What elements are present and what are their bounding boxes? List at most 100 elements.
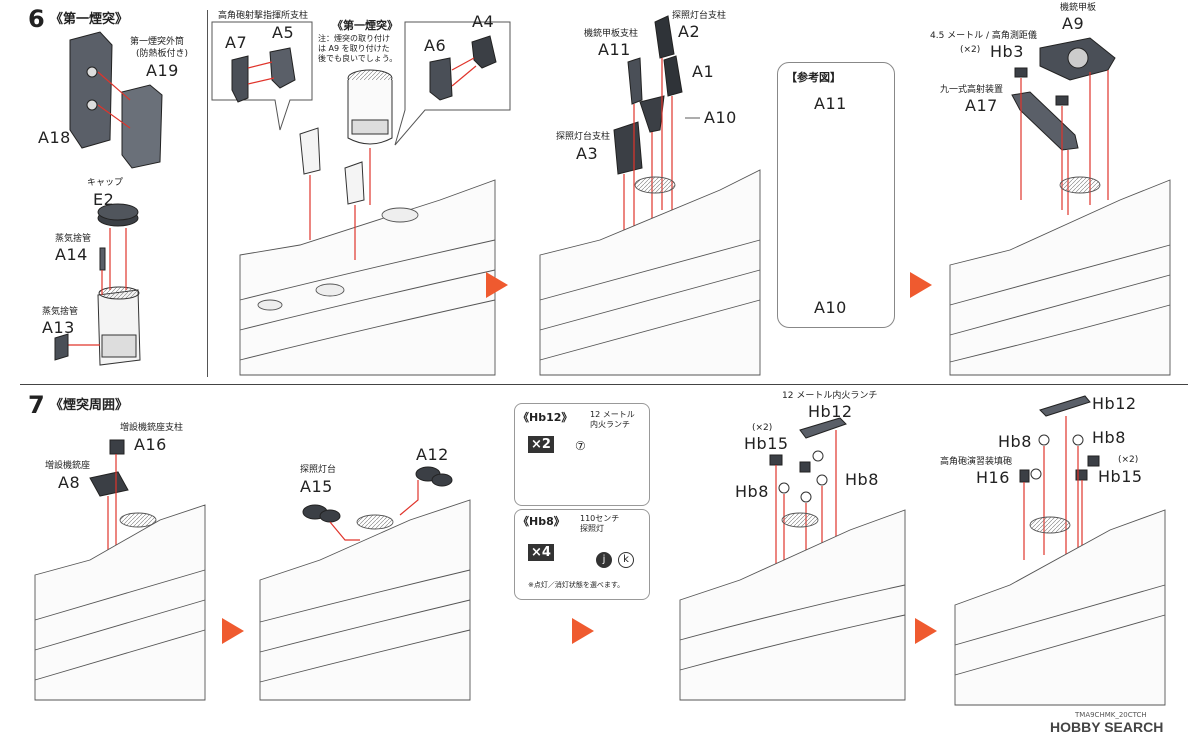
footer-code: TMA9CHMK_20CTCH xyxy=(1075,711,1147,719)
hb12-multiplier: ×2 xyxy=(528,436,554,453)
label-a7: A7 xyxy=(225,33,248,52)
part-a14-steam-pipe xyxy=(99,247,106,271)
label-a17: A17 xyxy=(965,96,998,115)
reference-a10: A10 xyxy=(814,298,847,317)
ship-hull-step7d xyxy=(954,509,1166,706)
step7-parts-right xyxy=(1019,395,1100,483)
part-a6 xyxy=(429,57,453,101)
label-hb8-left: Hb8 xyxy=(735,482,769,501)
step7-parts-hb xyxy=(769,417,847,503)
flow-arrow-7c xyxy=(915,618,937,644)
part-support-posts xyxy=(299,127,365,205)
label-e2: E2 xyxy=(93,190,115,209)
label-search-platform: 探照灯台 xyxy=(300,465,337,475)
hb12-desc: 12 メートル 内火ランチ xyxy=(590,410,635,429)
part-a4 xyxy=(471,35,497,69)
label-a13: A13 xyxy=(42,318,75,337)
label-search-support-2: 探照灯台支柱 xyxy=(556,132,611,142)
step6-number: 6 xyxy=(28,5,45,33)
hb12-note-box xyxy=(514,403,650,506)
guide-lines-a18-a19 xyxy=(97,71,131,129)
label-steam-pipe-2: 蒸気捨管 xyxy=(42,307,79,317)
part-hb3 xyxy=(1014,67,1069,106)
label-mg-platform-support: 機銃甲板支柱 xyxy=(584,29,639,39)
ship-hull-step6a xyxy=(239,179,496,376)
flow-arrow-6a xyxy=(486,272,508,298)
part-a18-funnel-shell xyxy=(69,31,113,149)
label-hb15-qty-right: (×2) xyxy=(1118,455,1139,465)
part-e2-cap xyxy=(97,203,139,227)
hb8-desc: 110センチ 探照灯 xyxy=(580,514,620,533)
label-funnel-outer: 第一煙突外筒 xyxy=(130,37,185,47)
label-hb8-r2: Hb8 xyxy=(1092,428,1126,447)
flow-arrow-7b xyxy=(572,618,594,644)
hb8-option-j: j xyxy=(596,552,612,568)
step6-divider-left xyxy=(207,10,208,377)
footer-logo: HOBBY SEARCH xyxy=(1050,719,1164,735)
reference-title: 【参考図】 xyxy=(786,71,841,84)
label-hadir-support: 高角砲射撃指揮所支柱 xyxy=(218,11,309,21)
label-cap: キャップ xyxy=(87,178,124,188)
part-a12 xyxy=(415,466,453,487)
label-rangefinder: 4.5 メートル / 高角測距儀 xyxy=(930,31,1037,41)
label-a11: A11 xyxy=(598,40,631,59)
label-a5: A5 xyxy=(272,23,295,42)
ship-hull-step7b xyxy=(259,499,471,701)
hb12-title: 《Hb12》 xyxy=(518,411,573,424)
hb8-option-k: k xyxy=(618,552,634,568)
hb12-number: ⑦ xyxy=(575,439,586,453)
label-a16: A16 xyxy=(134,435,167,454)
label-a8: A8 xyxy=(58,473,81,492)
funnel-drawing-a9 xyxy=(347,69,393,145)
label-a14: A14 xyxy=(55,245,88,264)
label-ha-director: 高角砲演習装填砲 xyxy=(940,457,1013,467)
part-a19-funnel-outer xyxy=(121,84,163,169)
label-hb15-qty: (×2) xyxy=(752,423,773,433)
step7-title: 《煙突周囲》 xyxy=(50,398,129,413)
label-h16: H16 xyxy=(976,468,1010,487)
ship-hull-step7a xyxy=(34,504,206,701)
part-a15 xyxy=(302,504,341,523)
label-a6: A6 xyxy=(424,36,447,55)
label-a12: A12 xyxy=(416,445,449,464)
step7-number: 7 xyxy=(28,391,45,419)
part-a13 xyxy=(54,333,69,361)
flow-arrow-7a xyxy=(222,618,244,644)
label-type91: 九一式高射装置 xyxy=(940,85,1004,95)
label-a3: A3 xyxy=(576,144,599,163)
hb8-multiplier: ×4 xyxy=(528,544,554,561)
label-a9: A9 xyxy=(1062,14,1085,33)
label-a15: A15 xyxy=(300,477,333,496)
part-a8 xyxy=(89,471,129,497)
label-hb8-right: Hb8 xyxy=(845,470,879,489)
label-rangefinder-qty: (×2) xyxy=(960,45,981,55)
label-steam-pipe: 蒸気捨管 xyxy=(55,234,92,244)
label-hb12: Hb12 xyxy=(808,402,853,421)
label-hb8-r1: Hb8 xyxy=(998,432,1032,451)
label-hb15-right: Hb15 xyxy=(1098,467,1143,486)
ship-hull-step7c xyxy=(679,509,906,701)
label-hb12-right: Hb12 xyxy=(1092,394,1137,413)
part-a9-deck xyxy=(1039,37,1116,81)
label-a2: A2 xyxy=(678,22,701,41)
label-funnel-outer-sub: (防熱板付き) xyxy=(136,49,189,59)
label-a4: A4 xyxy=(472,12,495,31)
parts-a11-a2-a1-a10-a3 xyxy=(613,15,683,175)
ship-hull-step6c xyxy=(949,176,1171,376)
step-separator xyxy=(20,384,1188,385)
ship-hull-step6b xyxy=(539,169,761,376)
label-launch: 12 メートル内火ランチ xyxy=(782,391,878,401)
label-search-support: 探照灯台支柱 xyxy=(672,11,727,21)
label-mg-add: 増設機銃座 xyxy=(45,461,91,471)
part-a16 xyxy=(109,439,125,455)
hb8-title: 《Hb8》 xyxy=(518,515,565,528)
funnel-note-title: 《第一煙突》 xyxy=(332,19,398,32)
label-a18: A18 xyxy=(38,128,71,147)
label-mg-add-support: 増設機銃座支柱 xyxy=(120,423,184,433)
flow-arrow-6b xyxy=(910,272,932,298)
part-a7 xyxy=(231,55,249,103)
funnel-note: 注：煙突の取り付け は A9 を取り付けた 後でも良いでしょう。 xyxy=(318,34,398,63)
part-a5 xyxy=(269,47,296,89)
